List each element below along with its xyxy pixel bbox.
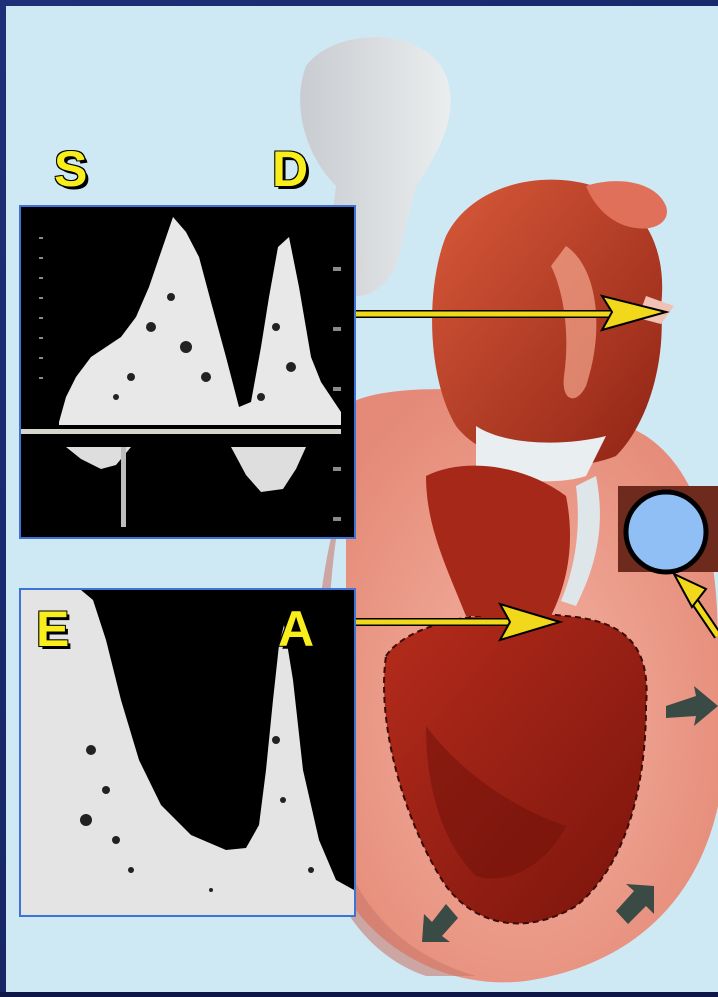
d-wave-label: D [272, 144, 308, 194]
pv-baseline [21, 429, 341, 434]
pv-reverse-spike [121, 447, 126, 527]
slide-bottom-border [0, 992, 718, 997]
pulmonary-vein-spectrum [21, 207, 354, 537]
e-wave-label: E [36, 604, 69, 654]
a-wave-label: A [278, 604, 314, 654]
slide-canvas: S D E A [6, 6, 718, 994]
pulmonary-vein-doppler-panel [19, 205, 356, 539]
s-wave-label: S [54, 144, 87, 194]
marker-circle [626, 492, 706, 572]
